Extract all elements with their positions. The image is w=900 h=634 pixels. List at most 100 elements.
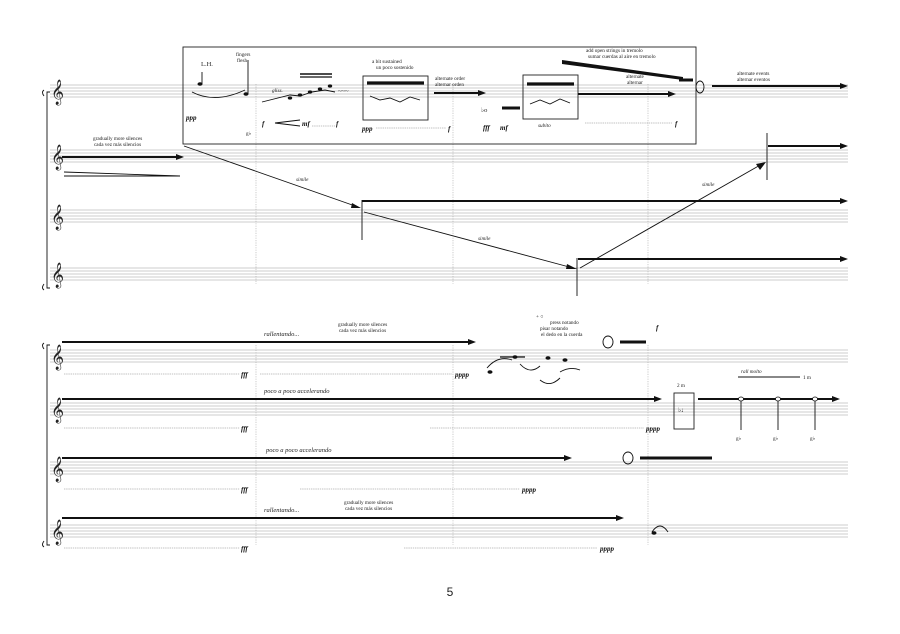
alternar-eventos-label: alternar eventos [737,77,770,83]
dynamic-mf-1: mf [302,120,310,128]
connector-1-head [351,203,361,208]
inner-notes-2 [529,98,571,105]
connector-2-head [566,264,577,269]
material-box [182,46,697,145]
note-fragment: ♭o [481,107,487,114]
crescendo-wedge [562,60,683,80]
dynamic-f-1: f [262,120,265,128]
dynamic-fff-2: fff [241,371,248,379]
arrow-5-head [840,198,848,204]
press-label-3: el dedo en la cuerda [541,332,583,338]
treble-clef-5: 𝄞 [51,344,64,370]
subito-label: subito [538,123,551,129]
arrow-9-head [654,396,662,402]
poco-accelerando-label-1: poco a poco accelerando [263,388,330,395]
svg-text:g♭: g♭ [736,436,742,442]
rallentando-label-2: rallentando... [264,507,300,514]
alternate-order-label: alternate order [435,76,465,82]
dynamic-f-5: f [656,324,659,332]
press-label-1: press notando [550,320,579,326]
one-m-label: 1 m [803,375,811,381]
alternate-events-label: alternate events [737,71,769,77]
staff-2-4 [50,524,848,538]
arrow-8-head [468,339,476,345]
svg-text:g♭: g♭ [773,436,779,442]
poco-accelerando-label-2: poco a poco accelerando [265,447,332,454]
harmonic-notes: g♭ g♭ g♭ [736,396,818,442]
arrow-6-head [840,256,848,262]
simile-label-1: simile [296,177,309,183]
arrow-10-head [832,396,840,402]
simile-label-3: simile [702,182,715,188]
dynamic-f-2: f [336,120,339,128]
arrow-11-head [564,455,572,461]
fragment-box-note: ♭♩ [678,407,688,414]
alternar-orden-label: alternar orden [435,82,464,88]
staff-1-2 [50,149,848,163]
connector-3 [579,163,763,269]
inner-box-2 [522,74,579,120]
hairpin-2 [63,171,181,177]
open-string-mark: + ○ [536,314,543,320]
page-number: 5 [446,585,454,599]
press-label-2: pisar notando [540,326,568,332]
fingers-label: fingers [236,51,250,58]
note-head [243,92,249,96]
connector-1 [183,145,359,208]
note-cluster-1 [287,73,333,100]
staff-2-1 [50,349,848,363]
sustained-label-2: un poco sostenido [376,65,414,71]
harmonic-mark: g♭ [246,131,252,137]
inner-box-1 [362,75,429,121]
arrow-7-head [840,143,848,149]
system-1-bracket [46,91,50,289]
arrow-1-head [478,90,486,96]
system-2-bracket [46,344,50,546]
silence-label-3a: gradually more silences [344,500,393,506]
rall-molto-label: rall molto [741,369,762,375]
flesh-label: flesh [237,57,247,64]
note-head [197,82,203,86]
staff-2-3 [50,461,848,475]
alternate-short-label: alternate [626,74,645,80]
treble-clef-2: 𝄞 [51,144,64,170]
sustained-label-1: a bit sustained [372,59,402,65]
dynamic-fff-3: fff [241,425,248,433]
simile-label-2: simile [478,236,491,242]
svg-text:g♭: g♭ [810,436,816,442]
dynamic-ppp-2: ppp [361,125,373,133]
two-m-label: 2 m [677,383,685,389]
dynamic-pppp-4: pppp [599,545,615,553]
connector-3-head [756,162,766,170]
rallentando-label-1: rallentando... [264,331,300,338]
treble-clef-1: 𝄞 [51,79,64,105]
add-open-strings-label: add open strings in tremolo [586,48,643,54]
arrow-4-head [176,154,184,160]
treble-clef-7: 𝄞 [51,456,64,482]
silence-label-1a: gradually more silences [93,136,142,142]
treble-clef-8: 𝄞 [51,519,64,545]
tremolo-mark: ~~~ [338,88,349,95]
dynamic-fff-4: fff [241,486,248,494]
dynamic-pppp-2: pppp [645,425,661,433]
slur-1 [191,89,246,98]
harmonic-circle-2 [602,335,614,349]
treble-clef-4: 𝄞 [51,262,64,288]
silence-label-3b: cada vez más silencios [345,506,392,512]
staff-2-2 [50,402,848,416]
dynamic-mf-2: mf [500,124,508,132]
alternar-short-label: alternar [627,80,643,86]
dynamic-fff-5: fff [241,545,248,553]
treble-clef-3: 𝄞 [51,204,64,230]
system-2-bracket-hooks [42,342,45,548]
dynamic-f-3: f [448,125,451,133]
arrow-2-head [668,91,676,97]
staff-1-4 [50,267,848,281]
arrow-12-head [616,515,624,521]
silence-label-1b: cada vez más silencios [94,142,141,148]
dynamic-f-4: f [675,120,678,128]
fragment-cluster-1 [486,355,581,384]
system-2: 𝄞 𝄞 𝄞 𝄞 rallentando... gradually more si… [42,314,848,553]
